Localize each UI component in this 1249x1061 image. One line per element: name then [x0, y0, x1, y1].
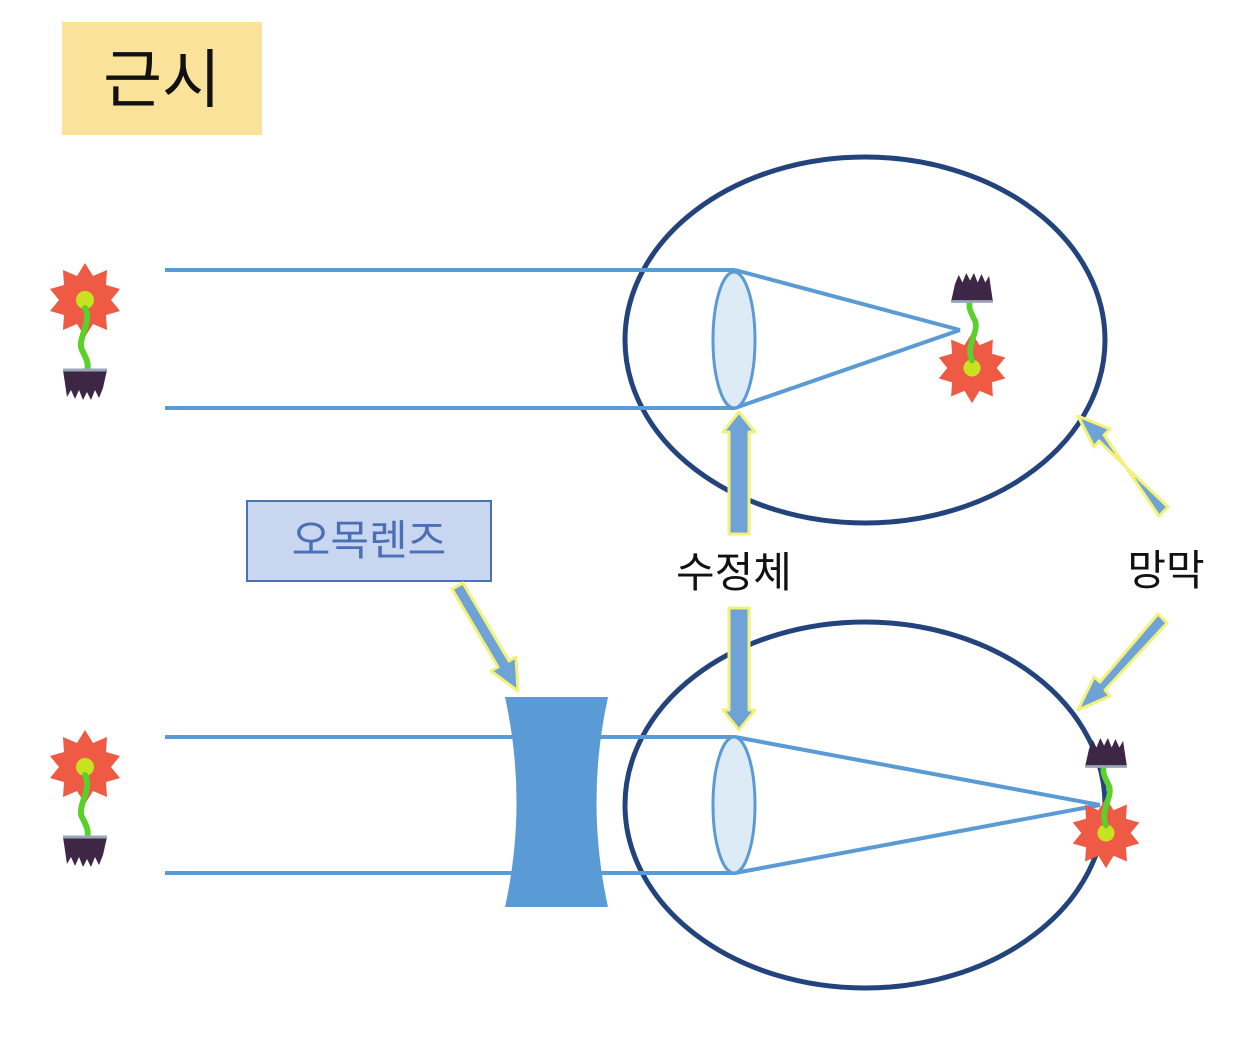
- inverted-flower-icon: [939, 273, 1006, 403]
- eyeball-bottom: [622, 619, 1108, 991]
- concave-lens-label: 오목렌즈: [292, 516, 447, 565]
- pointer-arrow-to-top-retina: [1076, 414, 1170, 518]
- concave-lens-label-box: [246, 500, 492, 582]
- refracted-ray-top-upper: [734, 268, 961, 332]
- flower-icon: [50, 263, 120, 400]
- flower-icon: [50, 730, 120, 867]
- retina-label: 망막: [1127, 546, 1204, 595]
- pointer-arrow-to-top-lens: [721, 410, 757, 536]
- pointer-arrow-to-bottom-lens: [721, 606, 757, 732]
- eyeball-top: [622, 154, 1108, 526]
- concave-lens: [505, 697, 608, 907]
- refracted-ray-bottom-upper: [734, 735, 1101, 807]
- crystalline-lens-bottom: [711, 735, 757, 875]
- pointer-arrow-to-concave-lens: [450, 581, 520, 693]
- page-title: 근시: [103, 44, 221, 118]
- crystalline-lens-top: [711, 270, 757, 410]
- title-background: [62, 22, 262, 135]
- refracted-ray-bottom-lower: [734, 803, 1101, 875]
- pointer-arrow-to-bottom-retina: [1076, 612, 1169, 712]
- crystalline-lens-label: 수정체: [676, 548, 792, 597]
- refracted-ray-top-lower: [734, 328, 961, 410]
